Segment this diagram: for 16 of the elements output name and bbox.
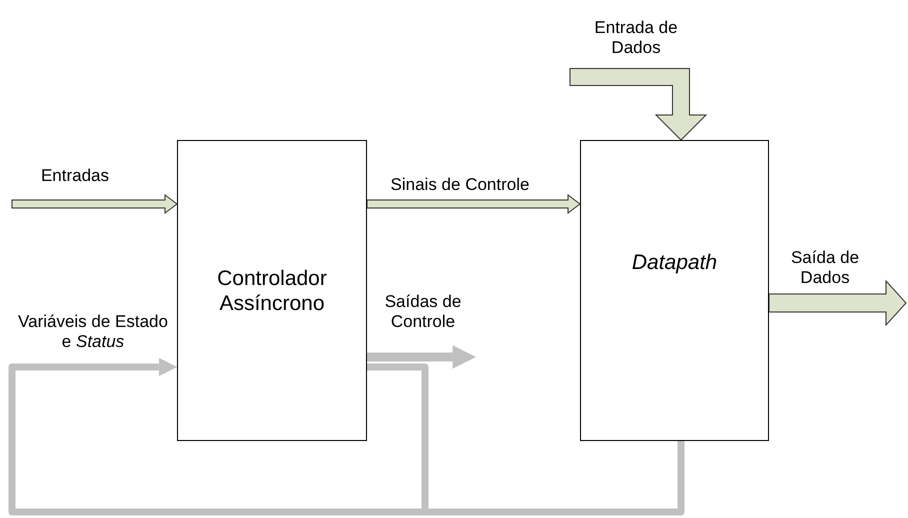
feedback-arrow [8,358,428,516]
process-box [177,140,367,441]
block-arrow [768,280,907,326]
edge-label: Entradas [40,166,110,186]
box-label: Controlador Assíncrono [216,266,328,316]
arrow [367,345,476,369]
edge-label: Sinais de Controle [390,175,530,195]
block-arrow [570,68,708,141]
block-arrow [366,194,581,214]
block-arrow [12,194,178,214]
edge-label: Saída de Dados [790,248,860,288]
process-box [580,140,769,441]
edge-label: Entrada de Dados [593,18,679,58]
edge-label: Variáveis de Estado e Status [18,312,168,352]
edge-label: Saídas de Controle [384,292,462,332]
box-label: Datapath [632,250,718,275]
